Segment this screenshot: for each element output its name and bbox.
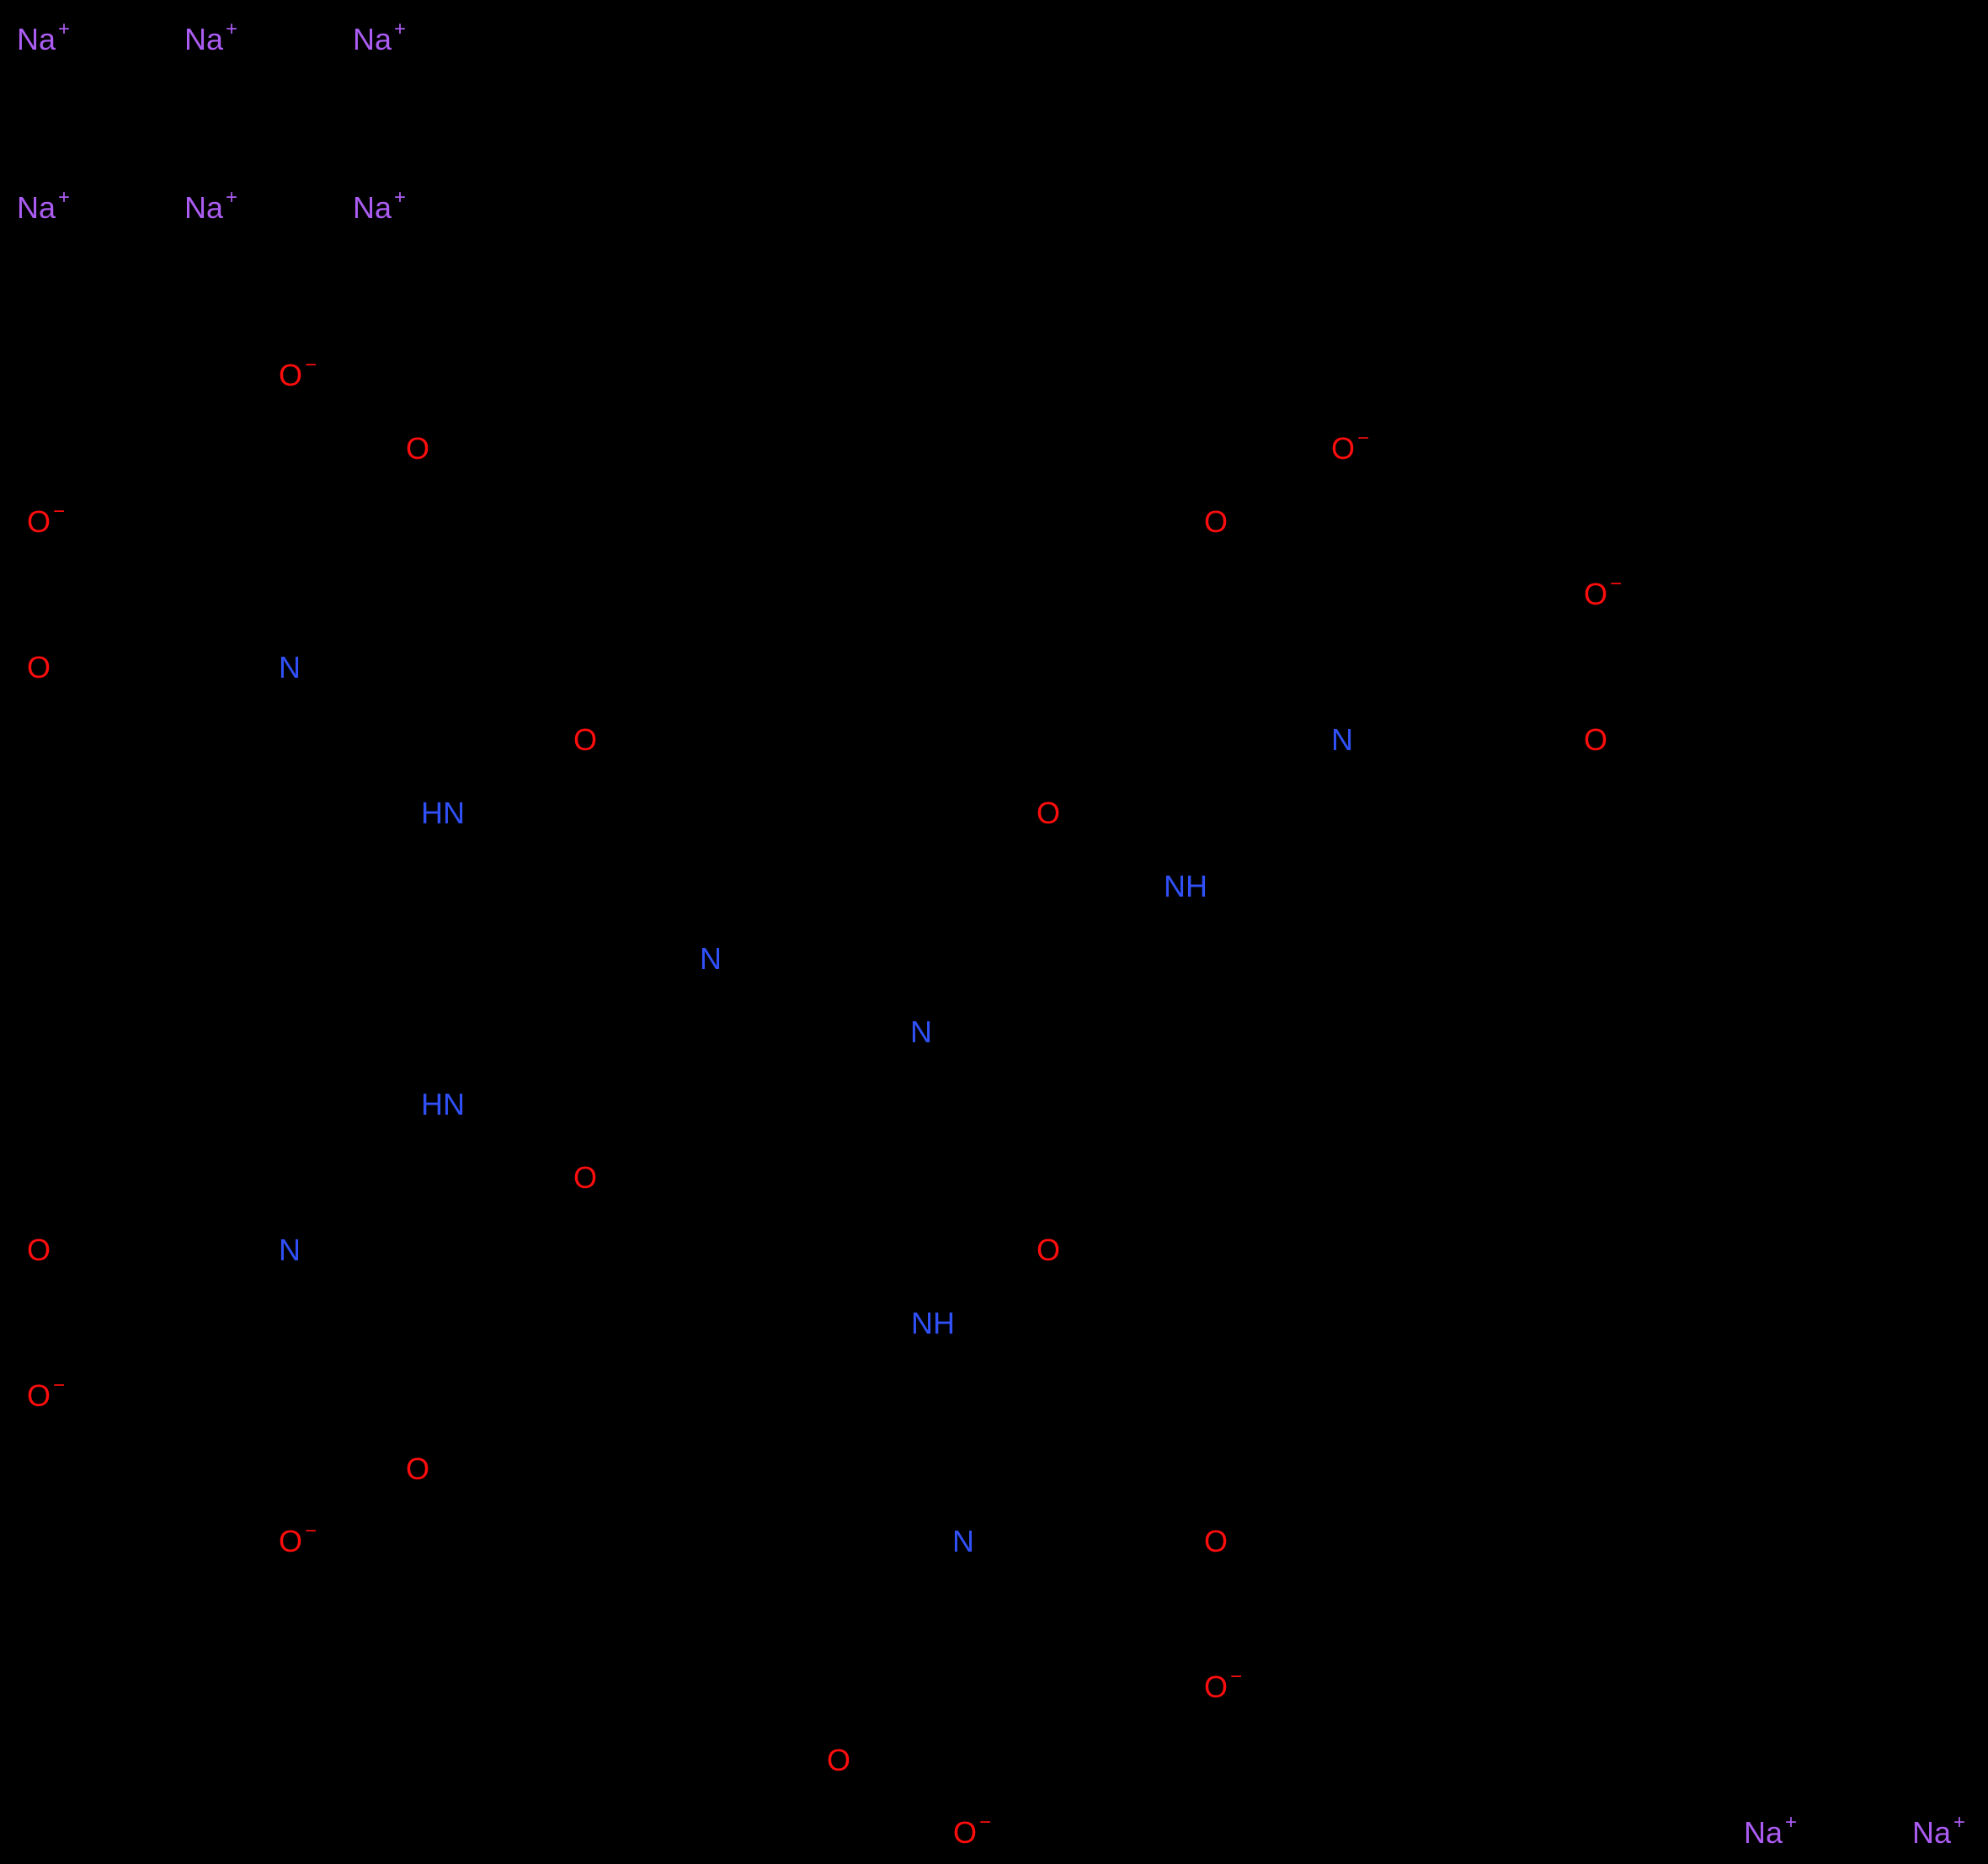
- atom-label-n: N: [1331, 725, 1353, 755]
- atom-symbol: O: [1584, 577, 1608, 611]
- atom-label-na-cation: Na+: [353, 188, 406, 225]
- atom-label-o-anion: O−: [279, 1521, 317, 1558]
- atom-label-o-anion: O−: [27, 502, 65, 539]
- atom-symbol: N: [1331, 722, 1353, 757]
- atom-label-n: HN: [421, 1089, 465, 1120]
- atom-symbol: N: [700, 941, 722, 976]
- atom-symbol: Na: [184, 22, 224, 56]
- charge-sign: −: [305, 354, 317, 376]
- atom-symbol: HN: [421, 1087, 465, 1121]
- atom-label-o: O: [573, 1163, 597, 1193]
- atom-symbol: Na: [17, 190, 56, 225]
- atom-symbol: O: [573, 1160, 598, 1195]
- atom-label-o: O: [1037, 1235, 1060, 1265]
- atom-symbol: N: [952, 1524, 974, 1558]
- atom-label-na-cation: Na+: [17, 188, 70, 225]
- atom-symbol: Na: [353, 190, 392, 225]
- atom-label-o-anion: O−: [1204, 1667, 1242, 1704]
- atom-symbol: O: [27, 1378, 51, 1413]
- atom-symbol: O: [1037, 1233, 1061, 1267]
- atom-symbol: O: [1037, 796, 1061, 830]
- charge-sign: −: [305, 1520, 317, 1542]
- atom-label-o: O: [27, 652, 51, 683]
- atom-symbol: NH: [911, 1306, 955, 1340]
- atom-label-na-cation: Na+: [17, 19, 70, 56]
- charge-sign: +: [394, 186, 407, 209]
- atom-label-n: N: [279, 1235, 301, 1265]
- atom-label-o: O: [406, 434, 429, 464]
- charge-sign: −: [1610, 573, 1623, 595]
- atom-symbol: Na: [184, 190, 224, 225]
- atom-label-o-anion: O−: [1331, 429, 1369, 466]
- atom-symbol: O: [406, 1451, 430, 1486]
- atom-symbol: O: [406, 431, 430, 466]
- atom-symbol: O: [1204, 1670, 1229, 1704]
- atom-label-na-cation: Na+: [353, 19, 406, 56]
- charge-sign: +: [226, 186, 238, 209]
- atom-symbol: O: [279, 358, 303, 392]
- atom-label-n: N: [700, 944, 722, 974]
- atom-symbol: Na: [1744, 1815, 1783, 1850]
- atom-symbol: N: [910, 1015, 932, 1049]
- charge-sign: −: [979, 1811, 992, 1834]
- atom-label-o: O: [827, 1745, 850, 1776]
- charge-sign: +: [1953, 1811, 1966, 1834]
- charge-sign: +: [1785, 1811, 1798, 1834]
- charge-sign: +: [58, 18, 71, 40]
- atom-label-n: N: [952, 1526, 974, 1557]
- atom-label-o: O: [573, 725, 597, 755]
- atom-label-n: N: [279, 652, 301, 683]
- atom-symbol: NH: [1164, 869, 1207, 903]
- atom-label-o-anion: O−: [1584, 574, 1622, 611]
- charge-sign: −: [1357, 427, 1370, 450]
- atom-label-o: O: [1204, 1526, 1228, 1557]
- atom-label-o: O: [27, 1235, 51, 1265]
- charge-sign: +: [226, 18, 238, 40]
- charge-sign: −: [53, 1374, 66, 1397]
- atom-symbol: O: [953, 1815, 978, 1850]
- atom-label-o-anion: O−: [953, 1813, 991, 1850]
- atom-label-o-anion: O−: [279, 355, 317, 392]
- atom-label-o: O: [1037, 798, 1060, 828]
- atom-symbol: Na: [353, 22, 392, 56]
- atom-symbol: O: [573, 722, 598, 757]
- atom-symbol: N: [279, 650, 301, 684]
- atom-symbol: O: [1331, 431, 1356, 466]
- atom-label-o: O: [406, 1454, 429, 1484]
- atom-label-na-cation: Na+: [184, 188, 237, 225]
- atom-label-na-cation: Na+: [184, 19, 237, 56]
- atom-symbol: Na: [17, 22, 56, 56]
- atom-symbol: O: [1204, 1524, 1229, 1558]
- atom-label-o-anion: O−: [27, 1376, 65, 1413]
- charge-sign: −: [53, 500, 66, 523]
- atom-symbol: Na: [1912, 1815, 1952, 1850]
- atom-label-na-cation: Na+: [1744, 1813, 1797, 1850]
- atom-symbol: O: [27, 1233, 51, 1267]
- atom-label-o: O: [1204, 507, 1228, 537]
- atom-symbol: O: [27, 650, 51, 684]
- atom-label-n: HN: [421, 798, 465, 828]
- charge-sign: +: [58, 186, 71, 209]
- atom-label-na-cation: Na+: [1912, 1813, 1965, 1850]
- atom-symbol: HN: [421, 796, 465, 830]
- atom-symbol: O: [1204, 504, 1229, 539]
- charge-sign: −: [1230, 1665, 1243, 1688]
- atom-label-n: NH: [911, 1308, 955, 1339]
- atom-symbol: N: [279, 1233, 301, 1267]
- atom-label-o: O: [1584, 725, 1607, 755]
- atom-label-n: NH: [1164, 871, 1207, 902]
- atom-label-n: N: [910, 1017, 932, 1047]
- atom-symbol: O: [827, 1743, 851, 1777]
- atom-symbol: O: [1584, 722, 1608, 757]
- charge-sign: +: [394, 18, 407, 40]
- atom-symbol: O: [279, 1524, 303, 1558]
- atom-symbol: O: [27, 504, 51, 539]
